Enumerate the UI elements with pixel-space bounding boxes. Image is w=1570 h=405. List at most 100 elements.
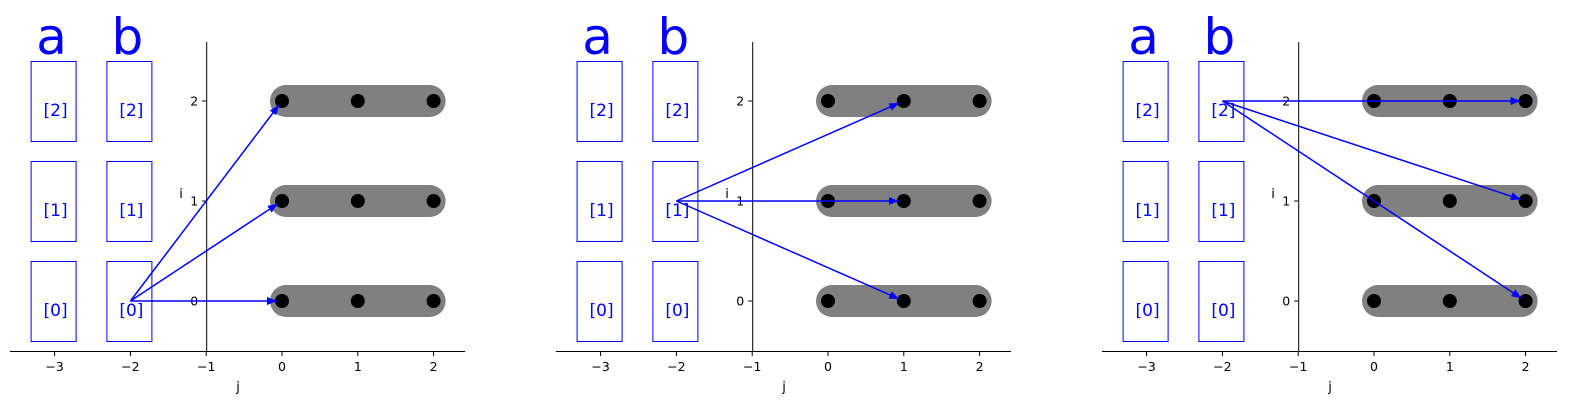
x-tick-label: −3 <box>591 359 609 374</box>
array-cell-label: [2] <box>44 101 68 121</box>
x-axis-label: j <box>1327 380 1332 395</box>
column-label-b: b <box>112 8 144 66</box>
grid-point <box>350 94 365 108</box>
grid-point <box>1518 94 1533 108</box>
grid-point <box>1367 294 1381 308</box>
x-tick-label: 0 <box>824 359 832 374</box>
array-cell-box <box>30 161 77 242</box>
x-tick-label: −1 <box>743 359 761 374</box>
grid-point <box>350 194 365 208</box>
x-tick-label: −1 <box>197 359 215 374</box>
array-cell-label: [2] <box>665 101 689 121</box>
array-cell-label: [0] <box>119 301 143 321</box>
x-tick-label: 1 <box>354 359 362 374</box>
array-cell-box <box>30 61 77 142</box>
x-tick-label: 2 <box>430 359 438 374</box>
grid-point <box>275 294 289 308</box>
grid-point <box>426 294 441 308</box>
array-cell-label: [0] <box>665 301 689 321</box>
grid-point <box>896 294 911 308</box>
grid-point <box>1442 194 1457 208</box>
column-label-a: a <box>582 8 613 66</box>
x-tick-label: 2 <box>976 359 984 374</box>
x-tick-label: 1 <box>1446 359 1454 374</box>
x-tick-label: 0 <box>1370 359 1378 374</box>
grid-point <box>821 94 835 108</box>
grid-point <box>821 294 835 308</box>
mapping-arrow <box>129 104 280 302</box>
y-axis-label: i <box>725 187 729 202</box>
x-tick-label: 1 <box>900 359 908 374</box>
y-tick-label: 0 <box>736 294 744 309</box>
y-axis-label: i <box>1271 187 1275 202</box>
mapping-arrow <box>129 203 279 302</box>
grid-point <box>1442 294 1457 308</box>
array-cell-box <box>652 61 699 142</box>
x-tick-label: 2 <box>1522 359 1530 374</box>
array-cell-label: [1] <box>590 201 614 221</box>
mapping-arrow <box>676 102 900 202</box>
array-cell-label: [0] <box>590 301 614 321</box>
grid-point <box>972 194 987 208</box>
x-tick-label: −2 <box>121 359 139 374</box>
mapping-arrow <box>1221 100 1522 299</box>
grid-point <box>896 94 911 108</box>
y-tick-label: 1 <box>190 194 198 209</box>
grid-point <box>350 294 365 308</box>
array-cell-label: [1] <box>119 201 143 221</box>
array-cell-label: [0] <box>1211 301 1235 321</box>
array-cell-label: [1] <box>44 201 68 221</box>
column-label-a: a <box>36 8 67 66</box>
column-label-b: b <box>1204 8 1236 66</box>
array-cell-label: [0] <box>1136 301 1160 321</box>
array-cell-box <box>652 261 699 342</box>
y-tick-label: 0 <box>1282 294 1290 309</box>
array-cell-box <box>576 61 623 142</box>
column-label-b: b <box>658 8 690 66</box>
y-tick-label: 2 <box>736 94 744 109</box>
mapping-arrow <box>676 200 900 300</box>
array-cell-box <box>576 161 623 242</box>
array-cell-box <box>106 61 153 142</box>
array-cell-label: [1] <box>665 201 689 221</box>
grid-point <box>972 294 987 308</box>
x-tick-label: −2 <box>667 359 685 374</box>
grid-point <box>426 94 441 108</box>
grid-point <box>426 194 441 208</box>
array-cell-box <box>1198 161 1245 242</box>
array-cell-box <box>1122 61 1169 142</box>
array-cell-box <box>1122 261 1169 342</box>
array-cell-label: [1] <box>1211 201 1235 221</box>
x-axis-label: j <box>235 380 240 395</box>
y-tick-label: 2 <box>190 94 198 109</box>
y-axis-label: i <box>179 187 183 202</box>
x-tick-label: 0 <box>278 359 286 374</box>
array-cell-label: [2] <box>1136 101 1160 121</box>
grid-point <box>896 194 911 208</box>
array-cell-box <box>1122 161 1169 242</box>
grid-point <box>972 94 987 108</box>
x-axis-label: j <box>781 380 786 395</box>
x-tick-label: −1 <box>1289 359 1307 374</box>
x-tick-label: −2 <box>1213 359 1231 374</box>
array-cell-label: [0] <box>44 301 68 321</box>
grid-point <box>275 194 289 208</box>
x-tick-label: −3 <box>45 359 63 374</box>
grid-point <box>1518 294 1533 308</box>
x-tick-label: −3 <box>1137 359 1155 374</box>
array-cell-box <box>106 161 153 242</box>
grid-point <box>1518 194 1533 208</box>
y-tick-label: 1 <box>1282 194 1290 209</box>
array-cell-box <box>30 261 77 342</box>
array-cell-box <box>1198 261 1245 342</box>
array-cell-label: [2] <box>590 101 614 121</box>
array-cell-label: [2] <box>119 101 143 121</box>
mapping-arrow <box>1222 100 1522 201</box>
array-cell-label: [1] <box>1136 201 1160 221</box>
grid-point <box>275 94 289 108</box>
array-cell-box <box>576 261 623 342</box>
